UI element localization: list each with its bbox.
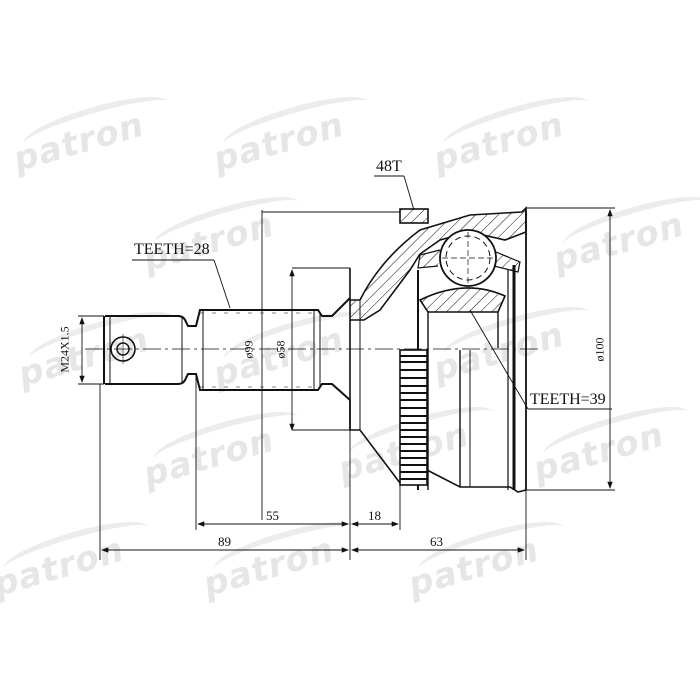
callout-teeth-28: TEETH=28 (134, 241, 210, 258)
dim-length-89: 89 (218, 534, 231, 549)
dim-length-63: 63 (430, 534, 443, 549)
callout-48t: 48T (376, 158, 402, 175)
dim-thread-m24: M24X1.5 (57, 326, 72, 373)
dim-diameter-100: ø100 (592, 337, 607, 362)
callout-teeth-39: TEETH=39 (530, 391, 606, 408)
dim-diameter-58: ø58 (273, 340, 288, 359)
dim-length-55: 55 (266, 508, 279, 523)
dim-length-18: 18 (368, 508, 381, 523)
dim-diameter-99: ø99 (241, 340, 256, 359)
